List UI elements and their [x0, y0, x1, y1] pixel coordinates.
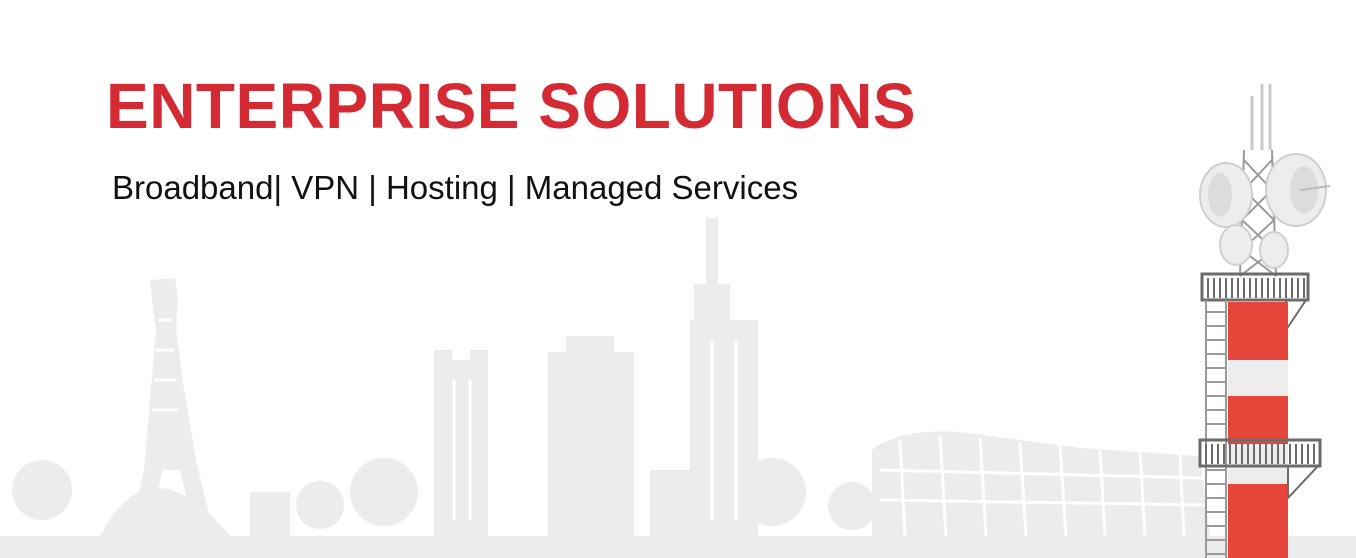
tower-stripe-red — [1228, 396, 1288, 444]
tree — [738, 458, 806, 526]
upper-platform — [1200, 272, 1310, 302]
satellite-dish-icon — [1199, 153, 1331, 269]
tower-stripe-white — [1228, 360, 1288, 396]
tree — [350, 458, 418, 526]
tower-stripe-red — [1228, 484, 1288, 558]
ladder — [1205, 300, 1227, 558]
tree — [828, 482, 876, 530]
upper-railing — [1207, 278, 1305, 298]
stadium — [872, 431, 1210, 536]
building — [650, 470, 700, 536]
platform-brace — [1285, 299, 1308, 334]
platform-brace — [1287, 465, 1321, 501]
tree — [296, 481, 344, 529]
ground-strip — [0, 536, 1356, 558]
stadium-grid — [879, 435, 1207, 537]
building-windows — [452, 340, 738, 520]
building — [566, 336, 614, 356]
services-subtitle: Broadband| VPN | Hosting | Managed Servi… — [112, 169, 799, 206]
building — [434, 350, 488, 536]
tree — [12, 460, 72, 520]
landmark-arch-curve — [100, 488, 230, 536]
tv-tower-antenna — [706, 218, 718, 298]
pylon-rungs — [152, 318, 178, 412]
tower-stripe-red — [1228, 302, 1288, 360]
lower-platform — [1198, 438, 1322, 468]
page-title: ENTERPRISE SOLUTIONS — [106, 70, 917, 142]
building — [250, 492, 290, 536]
building — [548, 352, 634, 536]
tv-tower-top — [694, 284, 730, 320]
lower-railing — [1205, 444, 1315, 464]
landmark-pylon — [130, 278, 214, 536]
